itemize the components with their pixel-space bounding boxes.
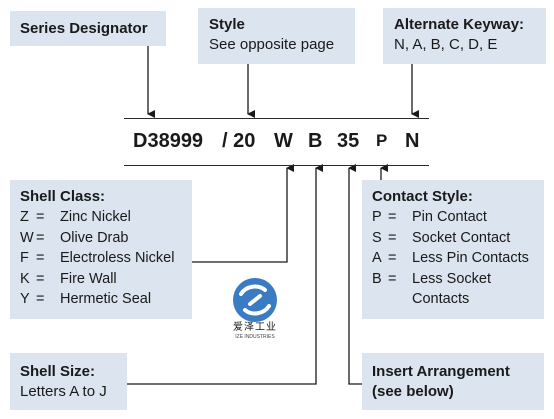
shell-class-item: Z = Zinc Nickel bbox=[20, 207, 192, 228]
designator-shell-class: W bbox=[274, 130, 293, 152]
ize-logo-icon bbox=[233, 278, 277, 322]
item-value: Fire Wall bbox=[60, 270, 117, 287]
shell-class-item: W= Olive Drab bbox=[20, 228, 192, 249]
designator-insert: 35 bbox=[337, 130, 360, 152]
item-key: Y bbox=[20, 291, 30, 307]
shell-size-title: Shell Size: bbox=[20, 363, 96, 380]
shell-class-item: Y = Hermetic Seal bbox=[20, 289, 192, 310]
item-eq: = bbox=[36, 209, 45, 225]
contact-style-title: Contact Style: bbox=[372, 188, 473, 205]
item-eq: = bbox=[36, 270, 45, 287]
designator-shell-size: B bbox=[308, 130, 323, 152]
shell-class-item: K = Fire Wall bbox=[20, 269, 192, 290]
item-key: F bbox=[20, 250, 29, 266]
designator-keyway: N bbox=[405, 130, 420, 152]
item-value: Socket Contact bbox=[412, 229, 511, 246]
item-key: Z bbox=[20, 209, 29, 225]
item-key: W bbox=[20, 229, 34, 246]
shell-class-item: F = Electroless Nickel bbox=[20, 248, 192, 269]
designator-contact: P bbox=[376, 131, 388, 150]
item-value: Less Socket Contacts bbox=[412, 270, 491, 308]
item-eq: = bbox=[388, 270, 397, 287]
item-key: S bbox=[372, 229, 382, 246]
item-value: Electroless Nickel bbox=[60, 250, 175, 266]
style-box: Style See opposite page bbox=[198, 8, 355, 64]
logo-chinese-text: 爱泽工业 bbox=[233, 322, 277, 333]
insert-arrangement-title: Insert Arrangement bbox=[372, 363, 510, 380]
contact-style-item: B = Less Socket Contacts bbox=[372, 269, 544, 310]
item-value: Olive Drab bbox=[60, 229, 129, 246]
item-eq: = bbox=[36, 229, 45, 246]
style-body: See opposite page bbox=[209, 36, 335, 53]
item-value: Pin Contact bbox=[412, 209, 487, 225]
logo-english-text: IZE INDUSTRIES bbox=[235, 334, 275, 340]
item-value: Less Pin Contacts bbox=[412, 250, 529, 266]
item-eq: = bbox=[388, 229, 397, 246]
insert-arrangement-body: (see below) bbox=[372, 383, 454, 400]
shell-size-body: Letters A to J bbox=[20, 383, 107, 400]
contact-style-item: S = Socket Contact bbox=[372, 228, 544, 249]
item-key: A bbox=[372, 250, 382, 266]
item-eq: = bbox=[388, 209, 397, 225]
contact-style-item: P = Pin Contact bbox=[372, 207, 544, 228]
shell-class-box: Shell Class: Z=Zinc Nickel W=Olive Drab … bbox=[10, 180, 192, 319]
designator-style: / 20 bbox=[222, 130, 256, 152]
style-title: Style bbox=[209, 16, 245, 33]
insert-connector bbox=[348, 164, 362, 385]
shell-class-title: Shell Class: bbox=[20, 188, 106, 205]
designator-series: D38999 bbox=[133, 130, 204, 152]
alternate-keyway-title: Alternate Keyway: bbox=[394, 16, 525, 33]
item-eq: = bbox=[388, 250, 397, 266]
designator-strip bbox=[124, 118, 429, 166]
series-designator-box: Series Designator bbox=[10, 11, 166, 46]
series-designator-title: Series Designator bbox=[20, 20, 148, 37]
item-value: Hermetic Seal bbox=[60, 291, 152, 307]
contact-style-item: A = Less Pin Contacts bbox=[372, 248, 544, 269]
item-key: B bbox=[372, 270, 382, 287]
item-key: K bbox=[20, 270, 30, 287]
insert-arrangement-box: Insert Arrangement (see below) bbox=[362, 353, 544, 410]
item-value: Zinc Nickel bbox=[60, 209, 131, 225]
alternate-keyway-body: N, A, B, C, D, E bbox=[394, 36, 498, 53]
item-eq: = bbox=[36, 250, 45, 266]
alternate-keyway-box: Alternate Keyway: N, A, B, C, D, E bbox=[383, 8, 546, 64]
shell-class-connector bbox=[192, 164, 294, 263]
contact-style-box: Contact Style: P = Pin Contact S = Socket Co… bbox=[362, 180, 544, 319]
item-key: P bbox=[372, 209, 382, 225]
item-eq: = bbox=[36, 291, 45, 307]
shell-size-connector bbox=[127, 164, 323, 385]
shell-size-box: Shell Size: Letters A to J bbox=[10, 353, 127, 410]
